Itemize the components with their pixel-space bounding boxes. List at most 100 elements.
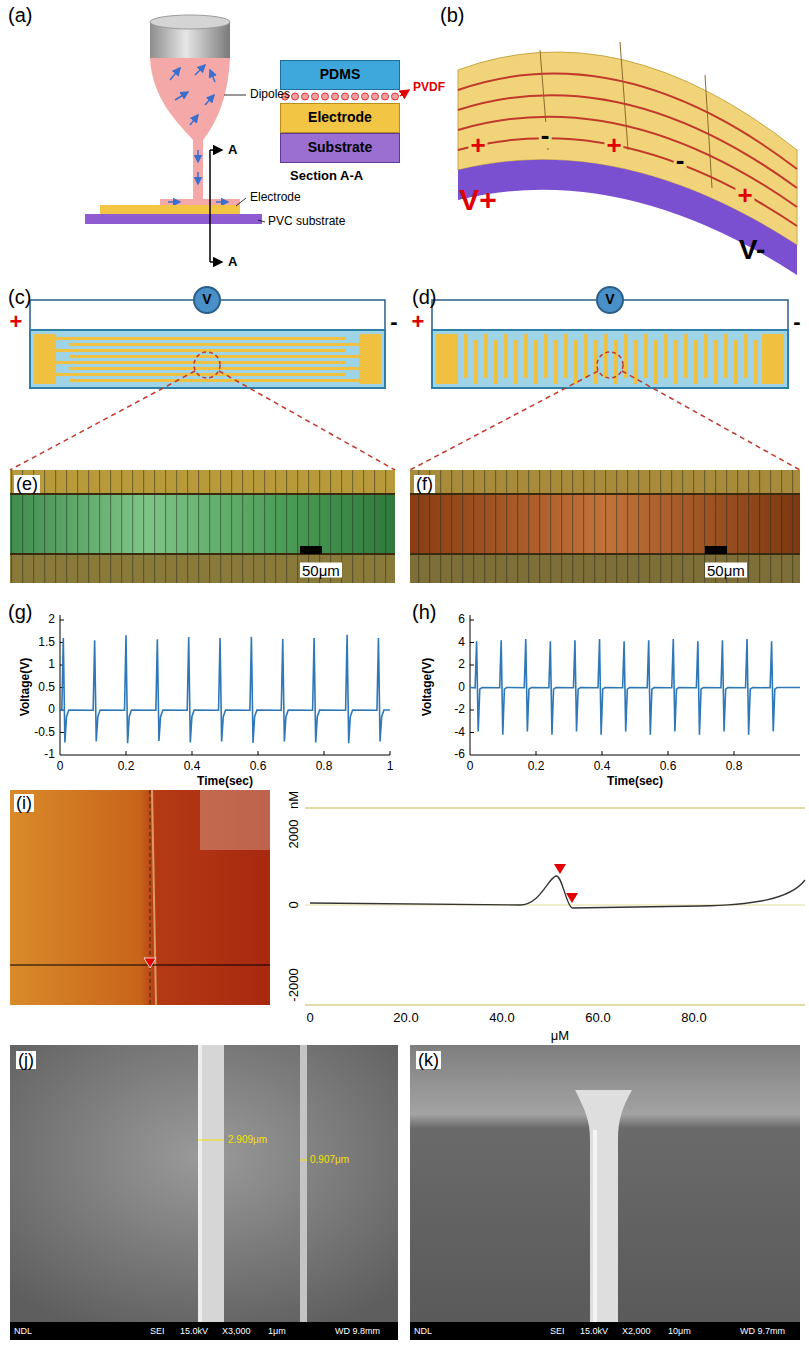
pvdf-dots bbox=[362, 93, 369, 100]
voltage-plot-h bbox=[470, 710, 474, 711]
part-label: PVC substrate bbox=[268, 215, 345, 229]
nozzle-illustration bbox=[195, 65, 205, 75]
axis-tick: 6 bbox=[458, 613, 465, 627]
axis-tick: 20.0 bbox=[393, 1011, 418, 1026]
panel-label: (b) bbox=[440, 4, 464, 27]
nozzle-illustration bbox=[100, 205, 240, 214]
axis-tick: 2000 bbox=[287, 820, 302, 849]
axis-tick: 0.8 bbox=[316, 760, 333, 774]
charge-sign: - bbox=[539, 122, 552, 148]
sem-info: NDL bbox=[414, 1326, 432, 1336]
voltage-plot-g bbox=[60, 615, 61, 755]
charge-sign: - bbox=[674, 147, 687, 173]
axis-unit: nM bbox=[287, 791, 302, 809]
dimension-label: 0.907μm bbox=[310, 1154, 349, 1166]
nozzle-illustration bbox=[85, 15, 265, 262]
afm-image bbox=[144, 958, 156, 968]
voltage-plot-g bbox=[60, 635, 390, 743]
charge-sign: + bbox=[735, 182, 754, 208]
panel-label: (e) bbox=[14, 475, 40, 493]
sem-image-j bbox=[198, 1045, 202, 1322]
voltage-plot-h bbox=[470, 615, 800, 755]
axis-tick: 0 bbox=[458, 681, 465, 695]
axis-tick: 0.6 bbox=[250, 760, 267, 774]
voltage-plot-g bbox=[324, 751, 325, 755]
axis-tick: 0.2 bbox=[118, 760, 135, 774]
afm-image bbox=[10, 964, 270, 965]
axis-tick: 60.0 bbox=[585, 1011, 610, 1026]
axis-title: Time(sec) bbox=[607, 775, 663, 789]
sem-info: 15.0kV bbox=[180, 1326, 208, 1336]
voltmeter-circle: V bbox=[596, 286, 624, 314]
axis-tick: 0 bbox=[287, 901, 302, 908]
device-schematic-c bbox=[30, 300, 193, 330]
nozzle-illustration bbox=[190, 115, 198, 125]
afm-profile bbox=[305, 1004, 805, 1006]
axis-tick: 4 bbox=[458, 636, 465, 650]
sem-info: 10μm bbox=[668, 1326, 691, 1336]
afm-image bbox=[200, 790, 270, 850]
axis-unit: μM bbox=[551, 1029, 569, 1044]
voltage-plot-h bbox=[470, 615, 471, 755]
device-schematic-d bbox=[622, 371, 800, 470]
polarity-sign: - bbox=[390, 309, 397, 334]
axis-title: Time(sec) bbox=[197, 775, 253, 789]
sem-info: X2,000 bbox=[622, 1326, 651, 1336]
voltage-plot-h bbox=[602, 751, 603, 755]
micrograph-f bbox=[705, 546, 727, 554]
axis-tick: 0 bbox=[467, 760, 474, 774]
node-text: V bbox=[202, 292, 211, 307]
node-text: PDMS bbox=[320, 67, 360, 82]
device-schematic-c bbox=[69, 379, 359, 382]
sem-info: 15.0kV bbox=[580, 1326, 608, 1336]
sem-image-k bbox=[593, 1130, 597, 1322]
charge-sign: + bbox=[468, 132, 487, 158]
axis-tick: -2000 bbox=[287, 968, 302, 1001]
device-schematic-d bbox=[436, 334, 458, 384]
sem-info: WD 9.8mm bbox=[335, 1326, 380, 1336]
nozzle-illustration bbox=[175, 92, 188, 100]
voltage-plot-h bbox=[734, 751, 735, 755]
sem-info: NDL bbox=[14, 1326, 32, 1336]
micrograph-f bbox=[410, 470, 800, 583]
voltage-plot-h bbox=[470, 755, 800, 756]
panel-label: (k) bbox=[416, 1051, 441, 1069]
sem-image-k bbox=[575, 1090, 632, 1322]
axis-tick: 80.0 bbox=[681, 1011, 706, 1026]
voltage-plot-g bbox=[390, 751, 391, 755]
voltage-plot-g bbox=[60, 615, 390, 755]
pvdf-dots bbox=[372, 93, 379, 100]
afm-image bbox=[10, 790, 270, 1005]
layer-box: Substrate bbox=[280, 133, 400, 163]
polarity-sign: + bbox=[412, 309, 425, 334]
voltage-plot-g bbox=[126, 751, 127, 755]
device-schematic-d bbox=[597, 352, 623, 378]
axis-tick: 0.2 bbox=[528, 760, 545, 774]
sem-image-j bbox=[10, 1322, 398, 1340]
pvdf-dots bbox=[312, 93, 319, 100]
micrograph-e bbox=[10, 470, 395, 583]
dimension-label: 2.909μm bbox=[228, 1134, 267, 1146]
micrograph-e bbox=[300, 546, 322, 554]
pvdf-dots bbox=[392, 93, 399, 100]
nozzle-illustration bbox=[197, 150, 199, 162]
sem-info: SEI bbox=[550, 1326, 565, 1336]
micrograph-e bbox=[10, 493, 395, 495]
axis-tick: 0.8 bbox=[726, 760, 743, 774]
charge-sign: + bbox=[604, 132, 623, 158]
device-schematic-c bbox=[10, 371, 195, 470]
pvdf-dots bbox=[322, 93, 329, 100]
nozzle-illustration bbox=[170, 68, 180, 80]
layer-box: PDMS bbox=[280, 60, 400, 90]
voltage-plot-h bbox=[470, 732, 474, 733]
panel-label: (d) bbox=[412, 286, 436, 309]
device-schematic-d bbox=[432, 300, 596, 330]
pvdf-dots bbox=[400, 90, 409, 96]
micrograph-f bbox=[410, 470, 800, 583]
section-title: Section A-A bbox=[290, 169, 363, 184]
nozzle-illustration bbox=[210, 70, 215, 82]
device-schematic-c bbox=[10, 300, 395, 470]
axis-tick: 1.5 bbox=[38, 636, 55, 650]
axis-tick: 0.5 bbox=[38, 681, 55, 695]
